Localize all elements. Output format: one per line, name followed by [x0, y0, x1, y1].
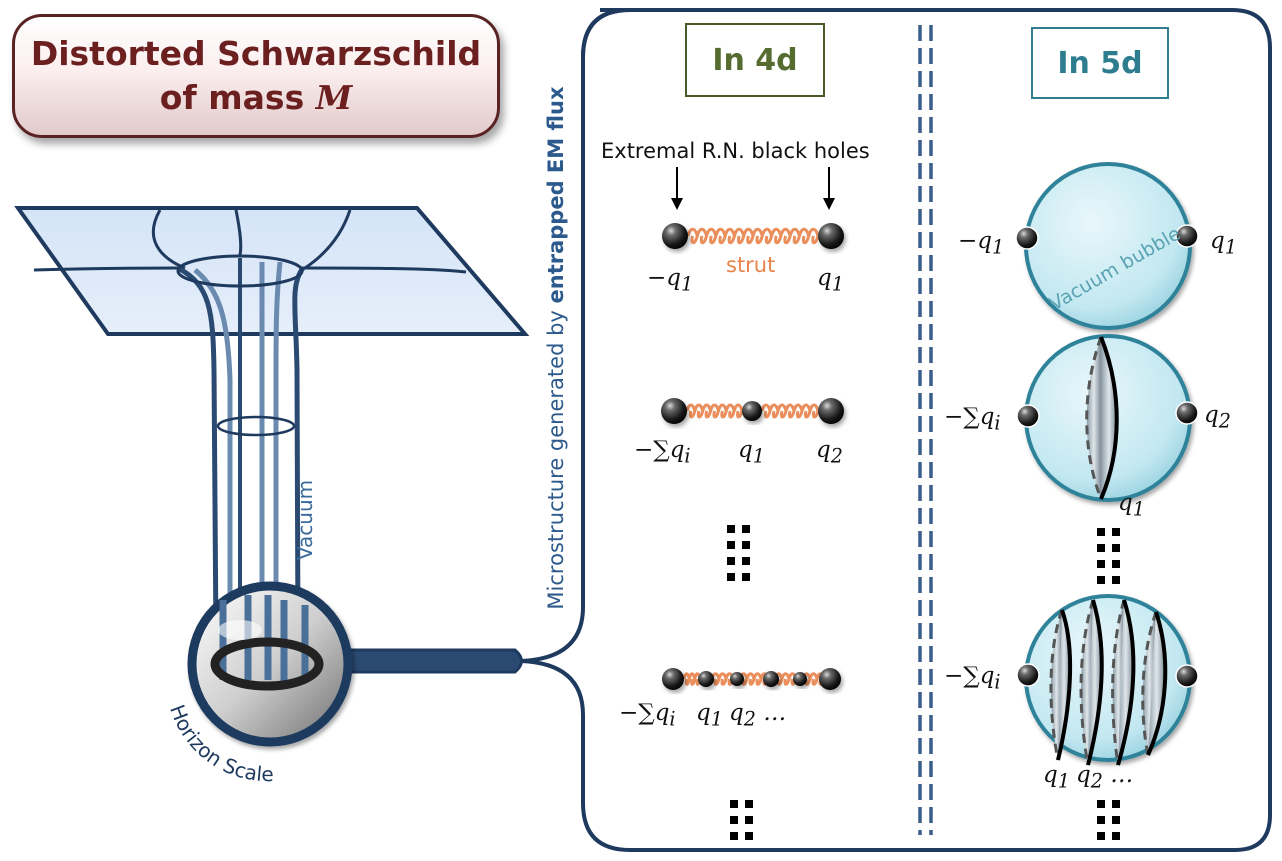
horizon-label-path: Horizon Scale — [165, 701, 274, 786]
black-hole — [662, 668, 684, 690]
black-holes-4d — [661, 223, 844, 690]
black-hole — [698, 671, 714, 687]
spacetime-embedding — [14, 206, 530, 641]
charge-label: q2 … — [729, 700, 787, 731]
side-caption: Microstructure generated by entrapped EM… — [544, 86, 568, 610]
horizon-ring — [210, 637, 324, 691]
charge-label: q1 — [696, 700, 723, 731]
charge-label: −q1 — [958, 228, 1005, 259]
horizon-label: Horizon Scale — [165, 701, 274, 786]
charge-label: −q1 — [647, 265, 694, 296]
strut-spring-2 — [685, 403, 744, 419]
black-hole — [818, 223, 844, 249]
charge-label: q2 — [816, 437, 843, 468]
title-line2: of mass M — [159, 78, 353, 117]
black-hole — [661, 398, 687, 424]
black-hole — [730, 672, 744, 686]
charge-label: q1 — [738, 437, 765, 468]
charge-label: q1 — [817, 265, 844, 296]
charge-label: q2 … — [1076, 762, 1134, 793]
frame-top-tab — [581, 8, 631, 58]
charge-label: q2 — [1204, 402, 1231, 433]
charge-label: −∑qi — [944, 663, 1001, 694]
black-hole — [1175, 224, 1199, 248]
strut-spring-3 — [760, 403, 820, 419]
charge-label: q1 — [1043, 762, 1070, 793]
title-line1: Distorted Schwarzschild — [30, 34, 482, 73]
charge-label: −∑qi — [634, 437, 691, 468]
heading-4d: In 4d — [685, 23, 825, 97]
charge-label: −∑qi — [944, 404, 1001, 435]
strut-label: strut — [726, 253, 776, 277]
panel-separator — [918, 25, 933, 835]
mass-symbol: M — [315, 78, 353, 117]
charge-label: −∑qi — [619, 700, 676, 731]
black-hole — [1015, 226, 1039, 250]
title-box: Distorted Schwarzschild of mass M — [12, 14, 500, 138]
black-hole — [662, 223, 688, 249]
black-hole — [1016, 663, 1040, 687]
charge-label: q1 — [1118, 490, 1145, 521]
black-hole — [818, 398, 844, 424]
charge-label: q1 — [1210, 228, 1237, 259]
black-hole — [763, 671, 779, 687]
black-hole — [742, 401, 762, 421]
heading-5d: In 5d — [1031, 27, 1169, 99]
vacuum-bubble-3 — [1016, 594, 1199, 766]
black-hole — [793, 672, 807, 686]
ellipsis-markers — [727, 525, 1120, 840]
black-hole — [1175, 664, 1199, 688]
extremal-arrows — [671, 167, 835, 210]
spacetime-plane — [14, 206, 530, 336]
horizon-magnifier — [187, 581, 523, 747]
black-hole — [1175, 401, 1199, 425]
black-hole — [1016, 404, 1040, 428]
black-hole — [819, 668, 841, 690]
strut-spring-1 — [686, 227, 820, 245]
vacuum-bubble-1 — [1015, 162, 1199, 330]
vacuum-bubble-2 — [1016, 334, 1199, 502]
extremal-label: Extremal R.N. black holes — [601, 139, 870, 163]
